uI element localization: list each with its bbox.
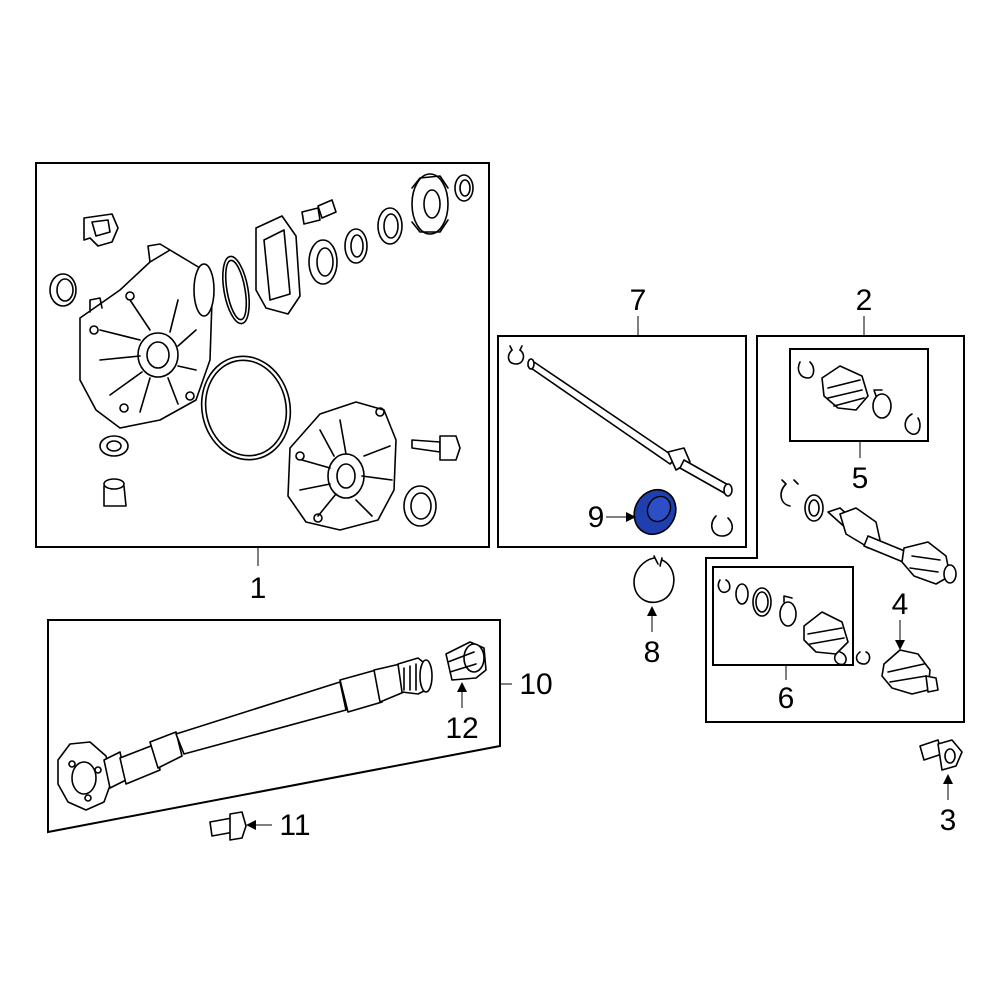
group-10-propeller-shaft: 10 12	[47, 619, 553, 834]
bolt-3-part	[919, 739, 963, 771]
boot-kit-5-part	[797, 361, 921, 435]
boot-kit-6-part	[717, 579, 849, 666]
clip-7-part	[507, 345, 525, 365]
arrow-8-icon	[647, 606, 657, 616]
callout-3: 3	[940, 804, 957, 837]
callout-5: 5	[852, 462, 869, 495]
callout-7: 7	[630, 284, 647, 317]
callout-8: 8	[644, 636, 661, 669]
flange-top-part	[411, 173, 449, 235]
gasket-plate-part	[255, 215, 301, 315]
arrow-12-icon	[457, 682, 467, 692]
axle-shaft-part	[780, 479, 957, 585]
cv-joint-4-part	[855, 649, 939, 695]
sleeve-12-part	[445, 641, 487, 681]
seal-9-highlighted-part	[633, 488, 677, 536]
plug-part	[103, 478, 127, 507]
seal-bottom-right-part	[403, 485, 437, 527]
bearing-2-part	[344, 228, 368, 264]
group-1-differential: 1	[35, 162, 490, 605]
callout-1: 1	[250, 572, 267, 605]
rear-cover-part	[287, 401, 397, 531]
arrow-4-icon	[895, 640, 905, 650]
bearing-1-part	[308, 239, 338, 285]
circlip-8-part	[633, 555, 675, 604]
seal-left-part	[49, 273, 77, 307]
group-7-intermediate-shaft: 7 9	[497, 284, 747, 548]
arrow-9-icon	[626, 512, 636, 522]
group-2-axle-shaft: 2 5 6	[705, 284, 965, 723]
callout-2: 2	[856, 284, 873, 317]
callout-6: 6	[778, 682, 795, 715]
callout-4: 4	[892, 588, 909, 621]
snap-ring-7-part	[710, 515, 734, 537]
arrow-11-icon	[246, 820, 256, 830]
o-ring-large-part	[200, 355, 292, 461]
propeller-shaft-part	[57, 657, 433, 811]
mount-bracket-part	[83, 213, 119, 247]
callout-11: 11	[279, 809, 310, 842]
callout-9: 9	[588, 501, 605, 534]
o-ring-upper-part	[221, 255, 251, 325]
bolt-top-part	[301, 199, 337, 225]
seal-bottom-left-part	[99, 435, 129, 457]
callout-10: 10	[519, 668, 552, 701]
arrow-3-icon	[943, 774, 953, 784]
seal-top-right-part	[454, 174, 474, 202]
bolt-right-part	[411, 435, 461, 461]
callout-12: 12	[445, 712, 478, 745]
seal-3-part	[377, 207, 403, 245]
intermediate-shaft-part	[527, 358, 733, 497]
differential-housing-part	[79, 243, 215, 429]
bolt-11-part	[209, 811, 247, 841]
